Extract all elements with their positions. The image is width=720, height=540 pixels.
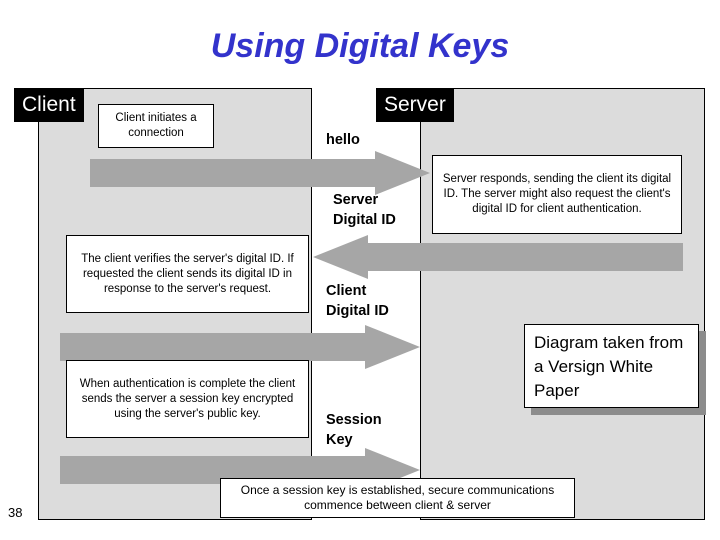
client-lane-header: Client (14, 88, 84, 122)
note-secure-communications: Once a session key is established, secur… (220, 478, 575, 518)
arrow-hello (90, 151, 430, 195)
flow-label-server-digital-id: Server Digital ID (333, 192, 396, 228)
source-callout: Diagram taken from a Versign White Paper (524, 324, 699, 408)
arrow-server-digital-id (313, 235, 683, 279)
note-client-verifies: The client verifies the server's digital… (66, 235, 309, 313)
server-lane-header: Server (376, 88, 454, 122)
flow-label-session-key: Session Key (326, 412, 382, 448)
page-title: Using Digital Keys (210, 27, 510, 65)
flow-label-client-digital-id: Client Digital ID (326, 283, 389, 319)
server-lane (420, 88, 705, 520)
note-server-responds: Server responds, sending the client its … (432, 155, 682, 234)
slide-number: 38 (8, 505, 23, 520)
arrow-client-digital-id (60, 325, 420, 369)
note-authentication-complete: When authentication is complete the clie… (66, 360, 309, 438)
flow-label-hello: hello (326, 132, 360, 148)
note-client-initiates: Client initiates a connection (98, 104, 214, 148)
